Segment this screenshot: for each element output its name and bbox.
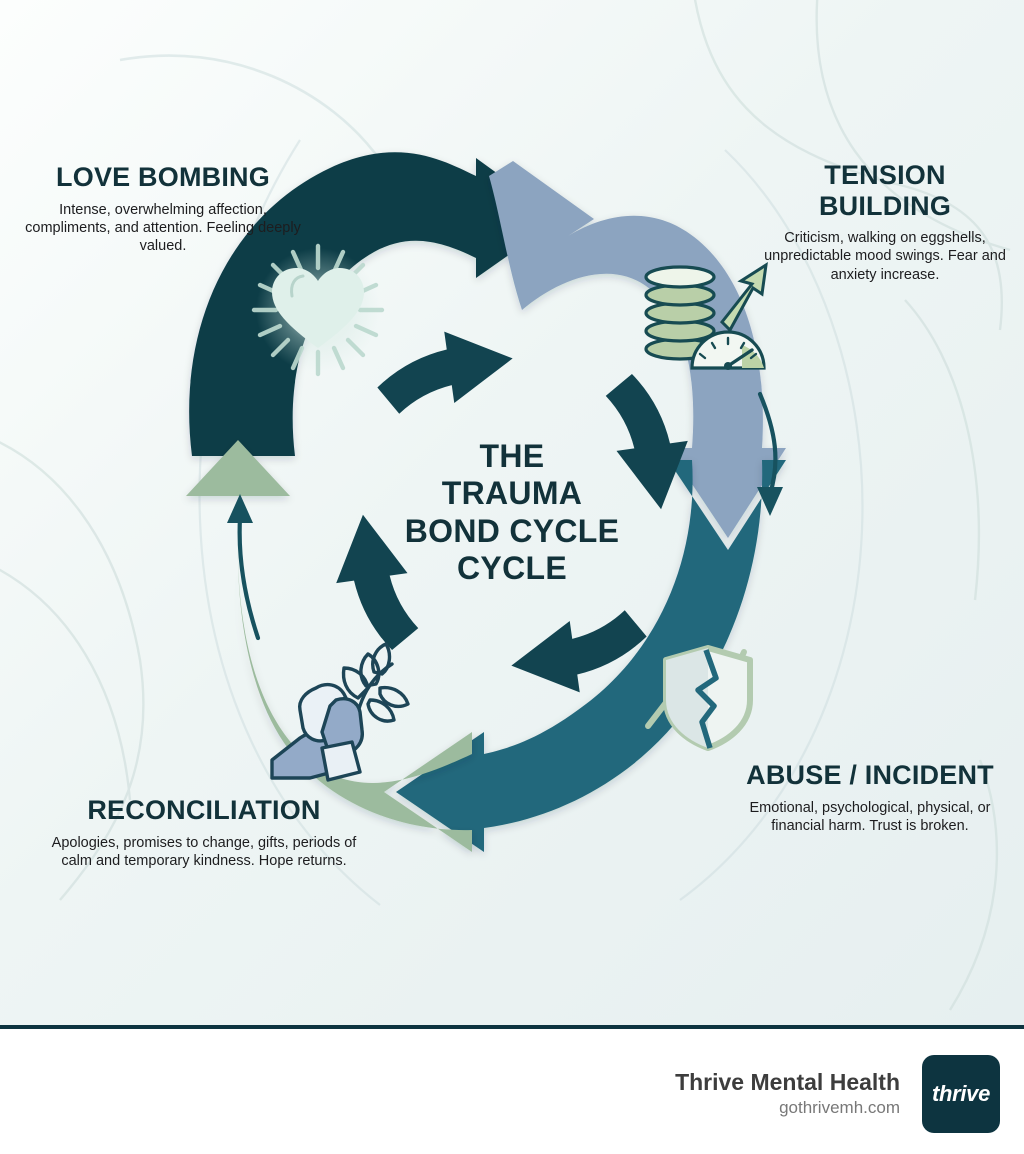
diagram-canvas: LOVE BOMBING Intense, overwhelming affec… <box>0 0 1024 1025</box>
stage-title: RECONCILIATION <box>87 795 321 825</box>
logo-wordmark: thrive <box>931 1081 991 1106</box>
thrive-logo: thrive <box>922 1055 1000 1133</box>
brand-website[interactable]: gothrivemh.com <box>779 1098 900 1118</box>
center-title-line: CYCLE <box>457 550 567 587</box>
clasped-hands-olive-branch-icon <box>270 642 410 782</box>
footer-branding: Thrive Mental Health gothrivemh.com thri… <box>675 1055 1000 1133</box>
broken-shield-icon <box>645 645 753 751</box>
stage-description: Intense, overwhelming affection, complim… <box>25 201 301 255</box>
stage-title: TENSION BUILDING <box>818 160 952 221</box>
segment-abuse-incident <box>396 460 786 852</box>
glowing-heart-icon <box>251 243 385 377</box>
accent-arrow-tension <box>757 391 783 516</box>
footer: Thrive Mental Health gothrivemh.com thri… <box>0 1025 1024 1154</box>
center-title-line: BOND CYCLE <box>404 512 620 549</box>
center-title-line: THE <box>479 438 545 474</box>
stage-label-tension-building: TENSION BUILDING Criticism, walking on e… <box>760 160 1010 284</box>
accent-arrow-reconciliation <box>227 494 261 641</box>
stage-description: Criticism, walking on eggshells, unpredi… <box>764 230 1006 283</box>
pressure-coil-gauge-icon <box>644 261 768 370</box>
brand-text-block: Thrive Mental Health gothrivemh.com <box>675 1069 900 1120</box>
stage-label-reconciliation: RECONCILIATION Apologies, promises to ch… <box>44 795 364 870</box>
stage-title: LOVE BOMBING <box>56 162 270 192</box>
stage-label-abuse-incident: ABUSE / INCIDENT Emotional, psychologica… <box>740 760 1000 835</box>
segment-reconciliation <box>186 440 472 852</box>
inner-ring-arrows <box>336 331 688 693</box>
brand-name: Thrive Mental Health <box>675 1068 900 1095</box>
diagram-center-title: THE TRAUMA BOND CYCLE CYCLE <box>372 438 652 588</box>
stage-description: Emotional, psychological, physical, or f… <box>749 799 991 834</box>
segment-tension-building <box>489 161 786 538</box>
segment-love-bombing <box>189 152 560 491</box>
stage-description: Apologies, promises to change, gifts, pe… <box>51 834 357 869</box>
stage-label-love-bombing: LOVE BOMBING Intense, overwhelming affec… <box>18 162 308 256</box>
trauma-bond-cycle-ring <box>186 152 786 852</box>
center-title-line: TRAUMA <box>441 475 583 512</box>
stage-title: ABUSE / INCIDENT <box>746 760 994 790</box>
